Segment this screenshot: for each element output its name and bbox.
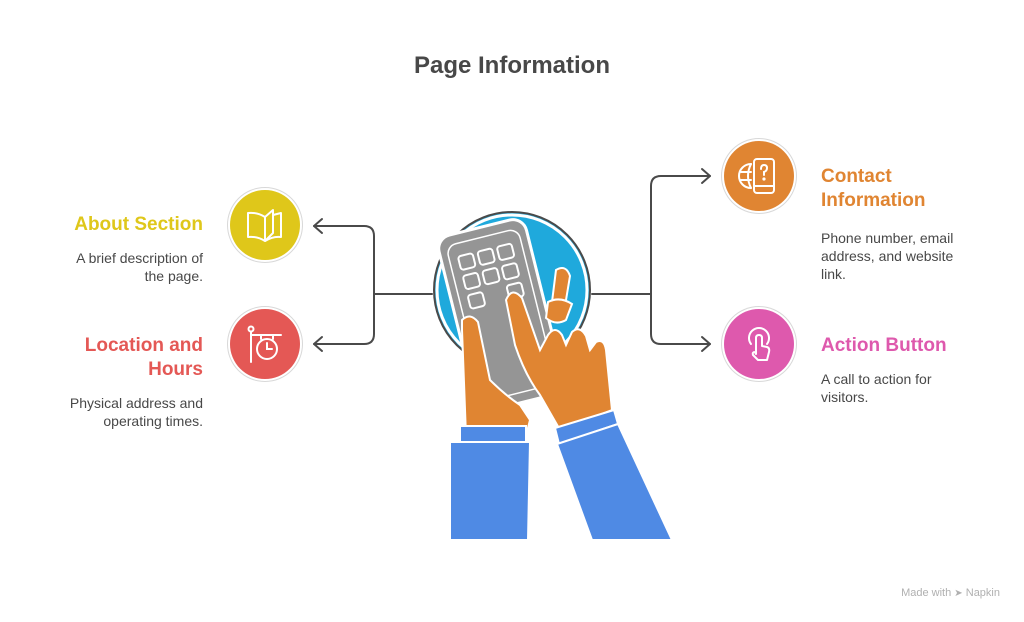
heading-line: Contact	[821, 166, 892, 187]
description-line: the page.	[144, 268, 203, 284]
action-button-heading: Action Button	[821, 335, 947, 356]
location-hours-heading: Location and Hours	[20, 334, 203, 382]
hands-holding-keypad-icon	[433, 211, 674, 540]
heading-line: Location and	[84, 335, 203, 356]
about-section-description: A brief description of the page.	[20, 249, 203, 285]
action-button-icon-badge	[724, 309, 794, 379]
globe-phone-question-icon	[738, 158, 775, 194]
description-line: operating times.	[103, 413, 203, 429]
description-line: Phone number, email	[821, 230, 954, 246]
action-button-description: A call to action for visitors.	[821, 370, 932, 406]
page-title: Page Information	[413, 52, 611, 79]
location-hours-icon-badge	[230, 309, 300, 379]
description-line: address, and website	[821, 248, 954, 264]
hanging-sign-clock-icon	[247, 325, 282, 363]
contact-info-heading: Contact Information	[821, 165, 926, 213]
made-with-napkin-badge[interactable]: Made with ➤ Napkin	[901, 587, 1000, 599]
contact-info-icon-badge	[724, 141, 794, 211]
napkin-brand-label: Napkin	[965, 587, 1000, 599]
about-section-heading: About Section	[74, 214, 203, 235]
description-line: visitors.	[821, 389, 869, 405]
about-section-icon-badge	[230, 190, 300, 260]
description-line: Physical address and	[69, 395, 203, 411]
open-book-icon	[247, 209, 282, 242]
description-line: A call to action for	[821, 371, 932, 387]
napkin-logo-icon: ➤	[954, 588, 963, 599]
description-line: A brief description of	[76, 250, 203, 266]
made-with-label: Made with	[901, 587, 952, 599]
heading-line: Information	[821, 190, 926, 211]
location-hours-description: Physical address and operating times.	[20, 394, 203, 430]
tap-finger-icon	[748, 327, 771, 361]
contact-info-description: Phone number, email address, and website…	[821, 229, 953, 283]
description-line: link.	[821, 266, 846, 282]
heading-line: Hours	[148, 359, 203, 380]
